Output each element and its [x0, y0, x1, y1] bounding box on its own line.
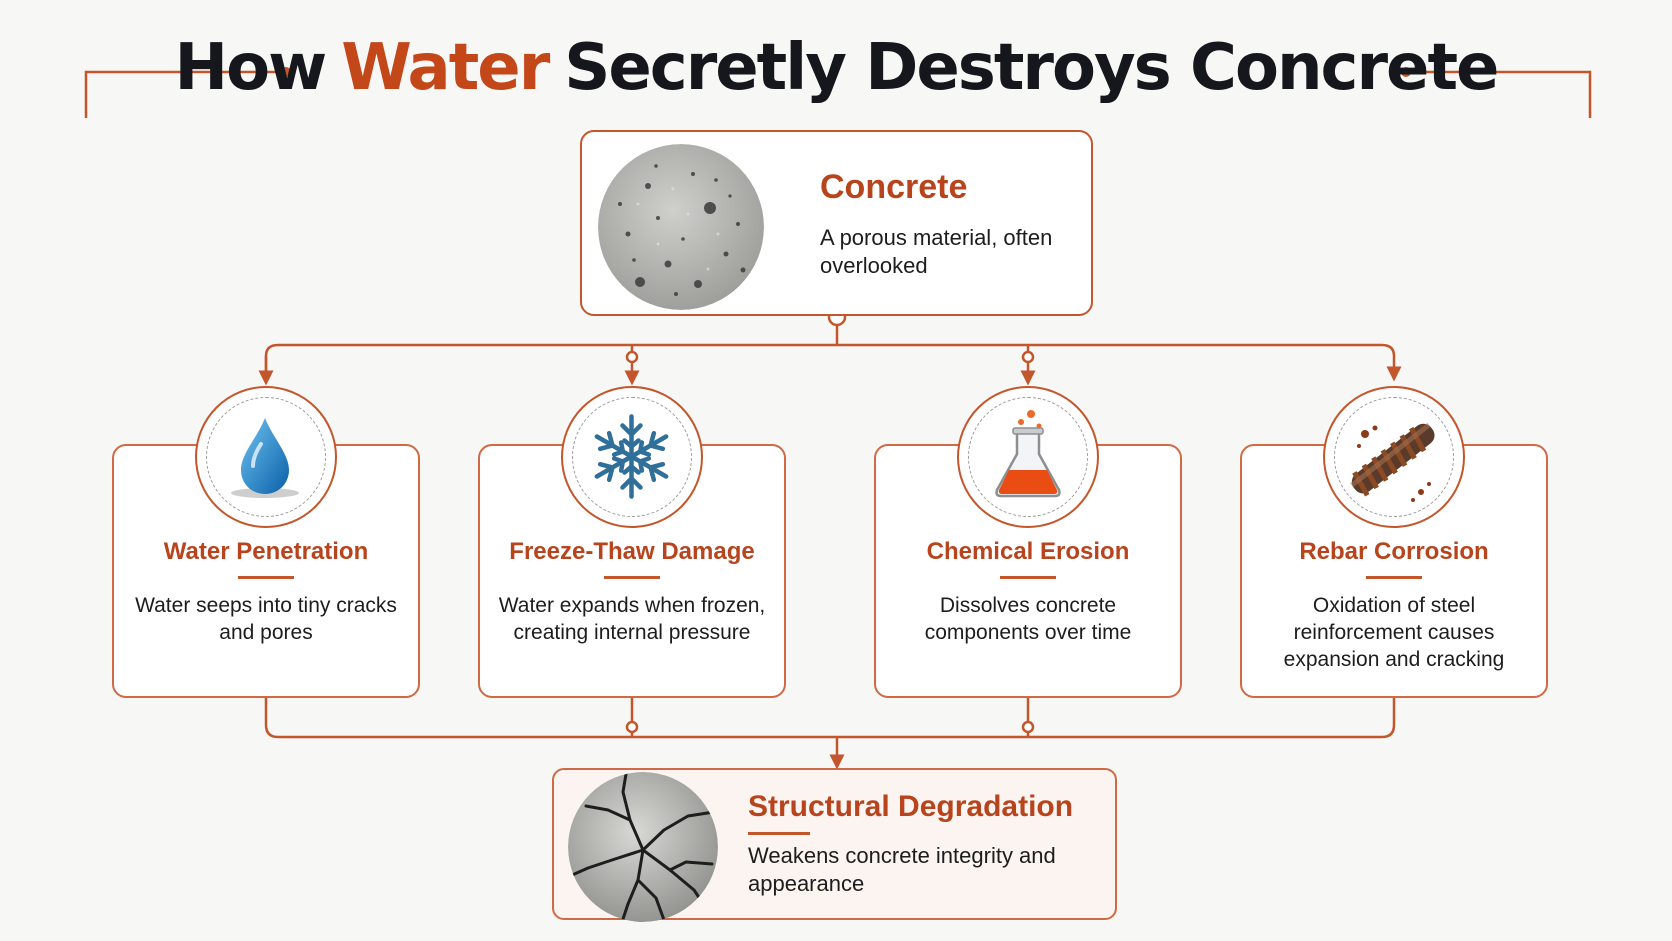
water-drop-icon [231, 418, 299, 498]
page-title: How Water Secretly Destroys Concrete [175, 22, 1500, 114]
title-underline [604, 576, 660, 579]
title-prefix: How [174, 31, 328, 105]
title-accent-word: Water [341, 31, 550, 105]
title-suffix: Secretly Destroys Concrete [564, 31, 1499, 105]
concrete-title: Concrete [820, 168, 968, 206]
cause-title: Chemical Erosion [926, 538, 1130, 565]
cause-description: Water expands when frozen, creating inte… [498, 594, 766, 644]
freeze-thaw-badge [561, 386, 703, 528]
rebar-corrosion-badge [1323, 386, 1465, 528]
cause-title: Rebar Corrosion [1299, 538, 1489, 565]
result-title: Structural Degradation [748, 790, 1074, 823]
concrete-description: A porous material, often overlooked [820, 225, 1053, 278]
title-underline [1000, 576, 1056, 579]
cause-card-freeze-thaw-damage: Freeze-Thaw Damage Water expands when fr… [478, 444, 786, 698]
cause-title: Water Penetration [163, 538, 369, 565]
porous-concrete-photo [598, 144, 764, 310]
title-underline [238, 576, 294, 579]
snowflake-icon [594, 414, 669, 499]
flask-icon [995, 410, 1061, 498]
cause-title: Freeze-Thaw Damage [509, 538, 755, 565]
title-underline [748, 832, 810, 835]
cracked-concrete-photo [568, 772, 718, 922]
rusty-rebar-icon [1350, 422, 1435, 502]
chemical-erosion-badge [957, 386, 1099, 528]
title-underline [1366, 576, 1422, 579]
structural-degradation-card: Structural Degradation Weakens concrete … [552, 768, 1117, 922]
cause-description: Water seeps into tiny cracks and pores [135, 594, 397, 644]
concrete-card: Concrete A porous material, often overlo… [580, 130, 1093, 316]
water-penetration-badge [195, 386, 337, 528]
result-description: Weakens concrete integrity and appearanc… [748, 843, 1056, 896]
cause-description: Oxidation of steel reinforcement causes … [1283, 594, 1505, 671]
cause-description: Dissolves concrete components over time [924, 594, 1132, 644]
